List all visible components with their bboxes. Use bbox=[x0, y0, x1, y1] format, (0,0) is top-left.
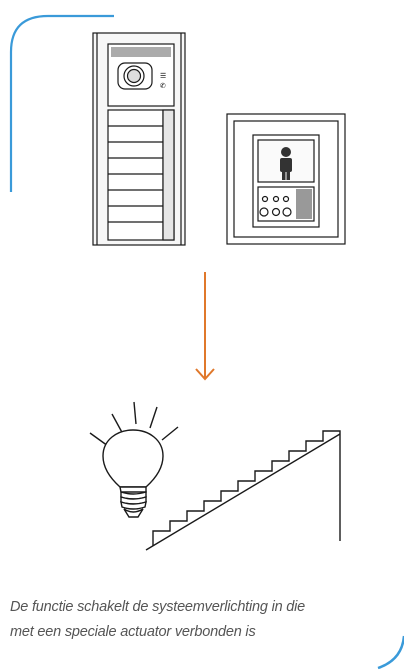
caption-line-2: met een speciale actuator verbonden is bbox=[10, 624, 256, 640]
person-icon bbox=[280, 147, 292, 180]
corner-bracket-top-left bbox=[9, 14, 114, 192]
svg-text:☰: ☰ bbox=[160, 72, 166, 80]
caption-line-1: De functie schakelt de systeemverlichtin… bbox=[10, 599, 306, 615]
speaker-grille bbox=[111, 47, 171, 57]
staircase-icon bbox=[145, 430, 341, 551]
corner-bracket-bottom-right bbox=[377, 635, 404, 670]
caption: De functie schakelt de systeemverlichtin… bbox=[10, 595, 390, 645]
light-bulb-icon bbox=[89, 401, 179, 518]
door-entry-panel-icon: ☰ ✆ bbox=[92, 32, 186, 246]
arrow-down-icon bbox=[195, 272, 215, 381]
svg-text:✆: ✆ bbox=[160, 82, 166, 90]
video-internal-unit-icon bbox=[226, 113, 346, 245]
